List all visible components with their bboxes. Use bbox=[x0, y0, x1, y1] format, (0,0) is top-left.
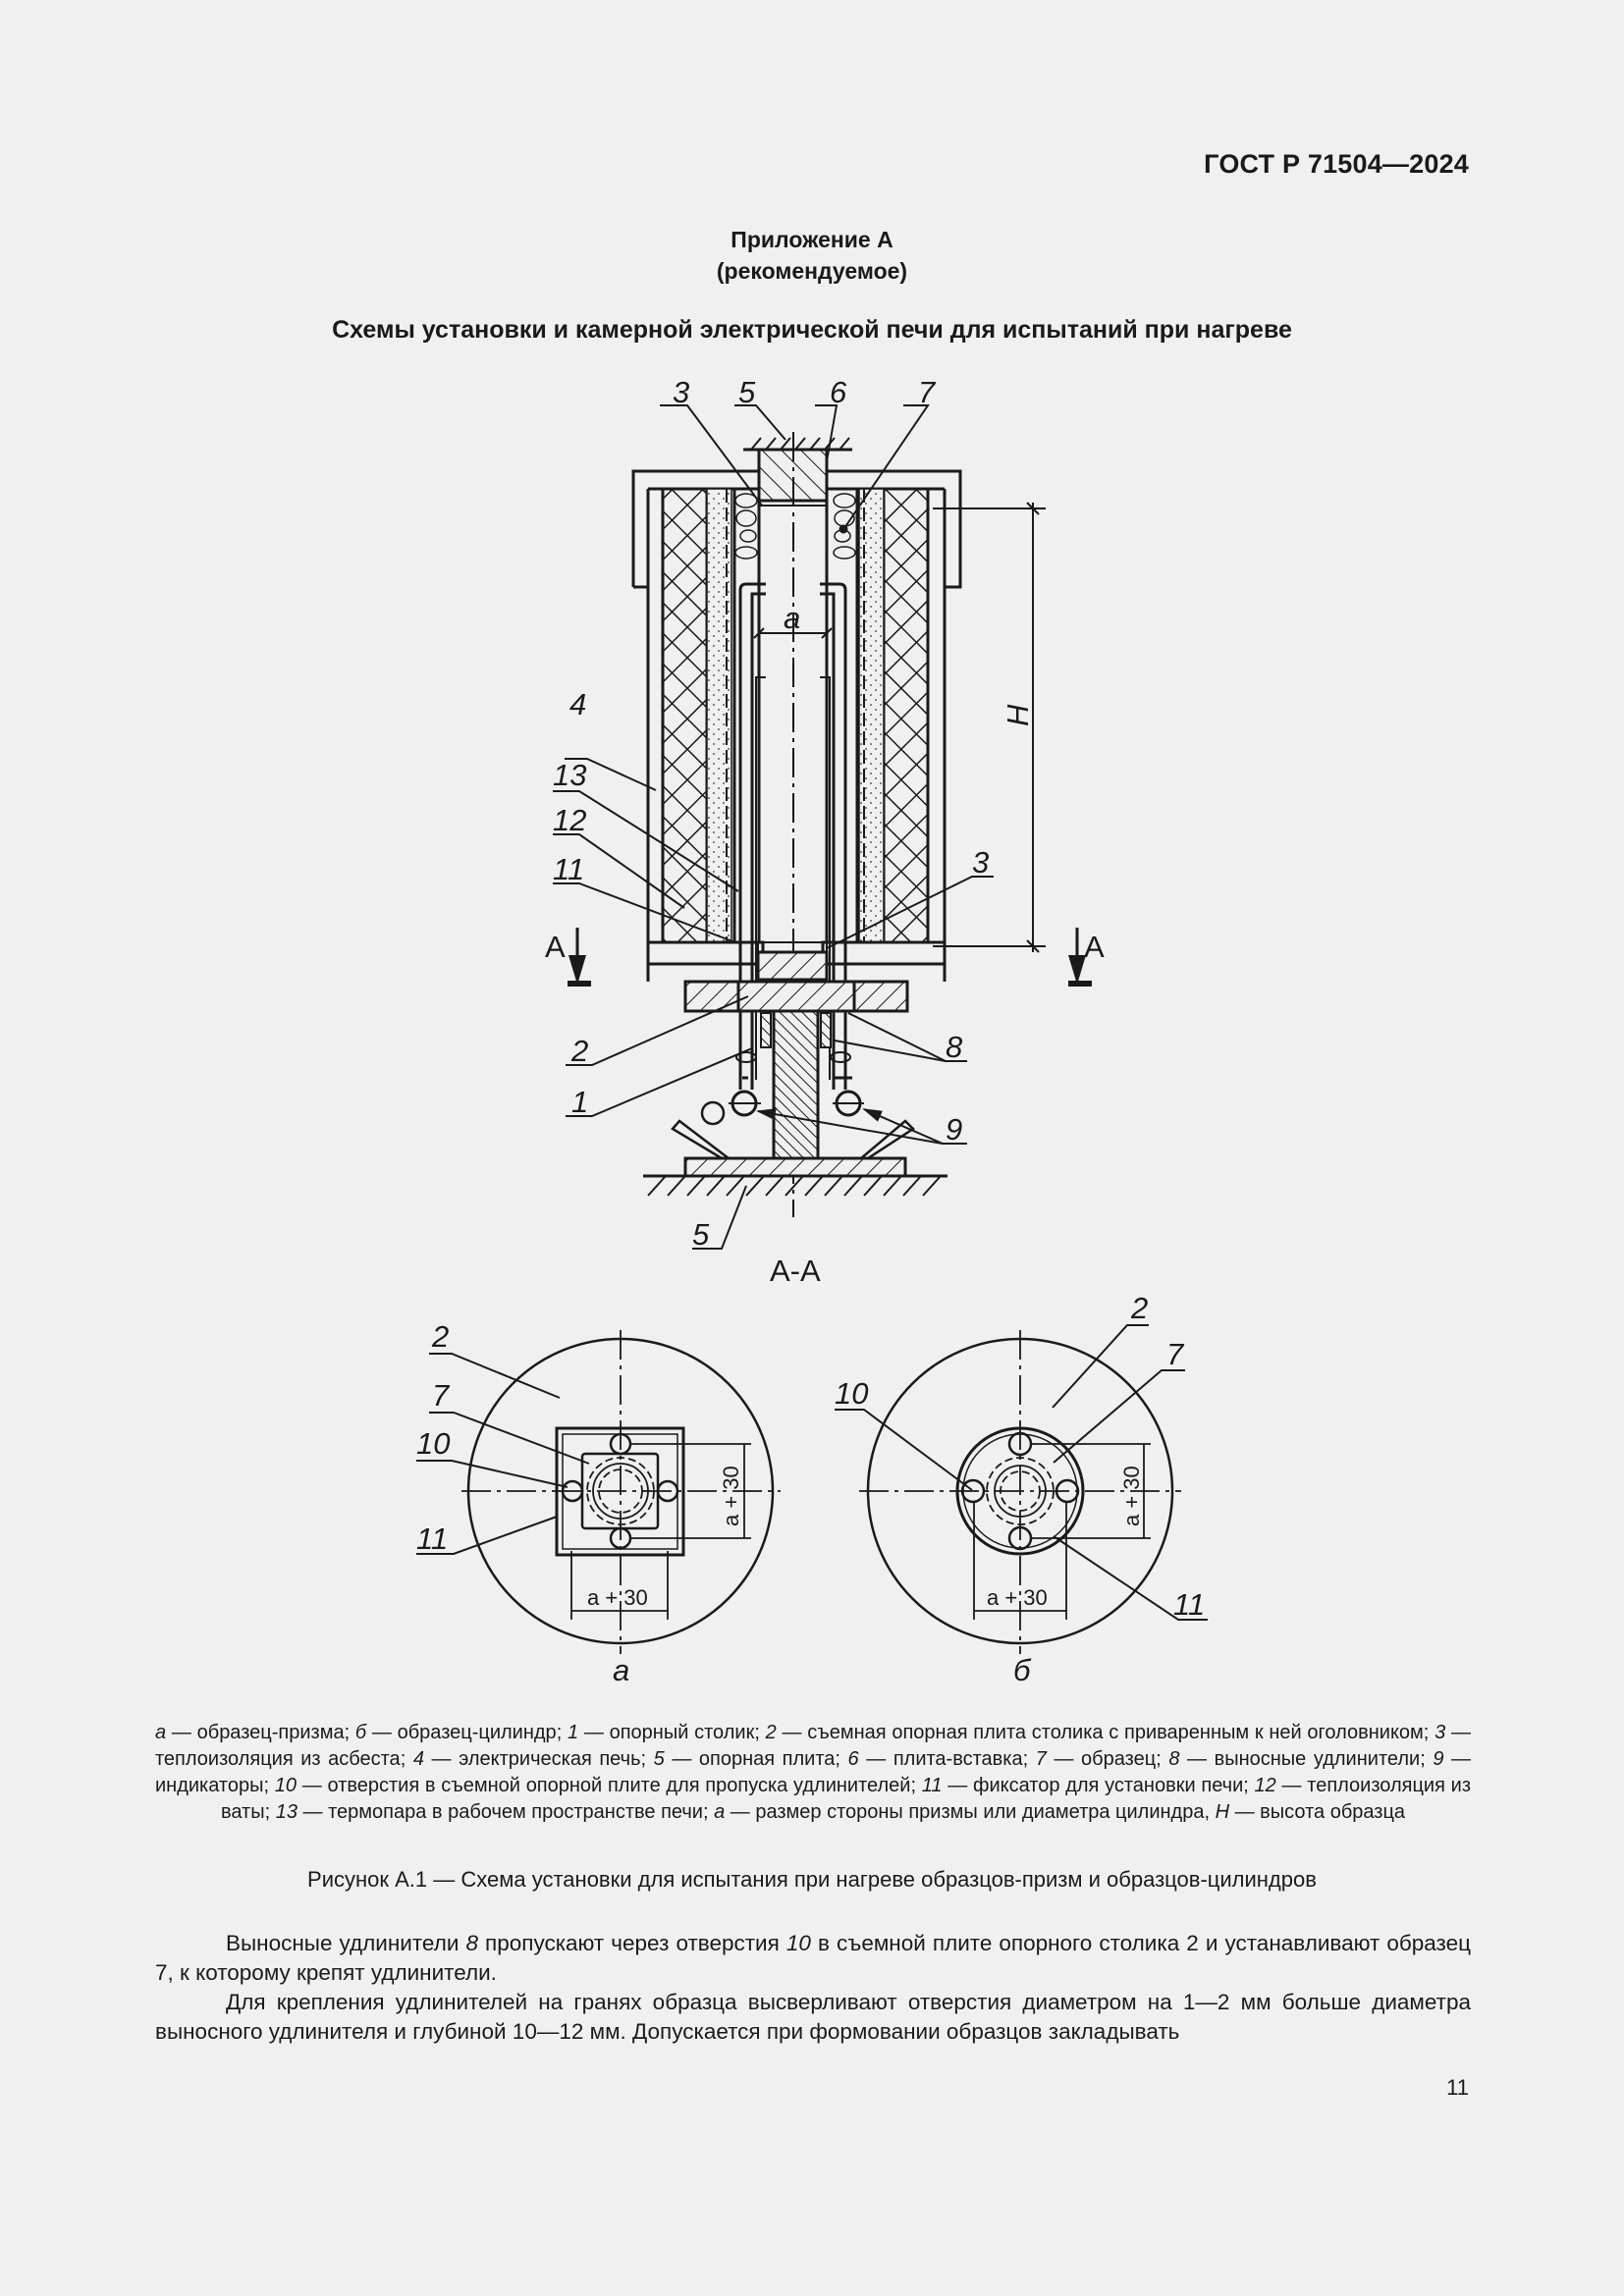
legend-text: опорная плита bbox=[698, 1748, 836, 1770]
dimension-a-label: a bbox=[784, 601, 800, 635]
legend-key: H bbox=[1215, 1801, 1230, 1823]
cylinder-callout-10: 10 bbox=[835, 1376, 868, 1411]
legend-text: размер стороны призмы или диаметра цилин… bbox=[755, 1801, 1205, 1823]
prism-callout-10: 10 bbox=[416, 1426, 450, 1461]
section-aa-title: А-А bbox=[770, 1254, 821, 1288]
legend-key: 4 bbox=[412, 1748, 424, 1770]
legend-text: электрическая печь bbox=[459, 1748, 641, 1770]
legend-key: 9 bbox=[1433, 1748, 1444, 1770]
legend-key: 12 bbox=[1254, 1775, 1276, 1796]
legend-key: 5 bbox=[653, 1748, 665, 1770]
section-title: Схемы установки и камерной электрической… bbox=[332, 316, 1292, 344]
legend-text: фиксатор для установки печи bbox=[973, 1775, 1244, 1796]
main-furnace-view bbox=[553, 404, 1092, 1250]
legend-text: отверстия в съемной опорной плите для пр… bbox=[327, 1775, 911, 1796]
legend-key: 6 bbox=[847, 1748, 859, 1770]
legend-key: 8 bbox=[1168, 1748, 1180, 1770]
legend-key: 7 bbox=[1035, 1748, 1047, 1770]
section-view-prism bbox=[416, 1330, 781, 1654]
page-number: 11 bbox=[1446, 2075, 1469, 2100]
cylinder-callout-7: 7 bbox=[1166, 1337, 1185, 1371]
main-view-labels: 3 5 6 7 4 13 12 11 3 2 1 8 9 5 a H A A А… bbox=[545, 375, 1105, 1288]
legend-key: 1 bbox=[567, 1722, 579, 1743]
callout-8: 8 bbox=[946, 1030, 963, 1064]
legend-key: 11 bbox=[921, 1775, 943, 1796]
text-run: Выносные удлинители bbox=[226, 1931, 466, 1955]
document-code: ГОСТ Р 71504—2024 bbox=[1204, 149, 1469, 179]
callout-9: 9 bbox=[946, 1112, 962, 1147]
legend-key: a bbox=[714, 1801, 726, 1823]
callout-13: 13 bbox=[553, 758, 586, 792]
legend-key: 10 bbox=[274, 1775, 298, 1796]
legend-text: индикаторы bbox=[155, 1775, 264, 1796]
callout-2: 2 bbox=[570, 1034, 588, 1068]
legend-text: теплоизоляция из асбеста bbox=[155, 1748, 401, 1770]
view-a-label: а bbox=[613, 1653, 629, 1687]
prism-dim-vertical: a + 30 bbox=[719, 1466, 743, 1526]
reference-10: 10 bbox=[785, 1931, 811, 1955]
callout-5-bottom: 5 bbox=[692, 1217, 710, 1252]
legend-text: термопара в рабочем пространстве печи bbox=[328, 1801, 703, 1823]
legend-key: 13 bbox=[275, 1801, 298, 1823]
section-marker-left: A bbox=[545, 930, 566, 964]
paragraph-2: Для крепления удлинителей на гранях обра… bbox=[155, 1990, 1471, 2044]
section-marker-right: A bbox=[1084, 930, 1105, 964]
callout-7: 7 bbox=[918, 375, 937, 409]
callout-3-bottom: 3 bbox=[972, 845, 989, 880]
appendix-subtitle: (рекомендуемое) bbox=[716, 258, 908, 284]
legend-text: образец bbox=[1081, 1748, 1157, 1770]
body-text: Выносные удлинители 8 пропускают через о… bbox=[155, 1929, 1471, 2047]
appendix-heading: Приложение А (рекомендуемое) bbox=[0, 224, 1624, 287]
view-b-label: б bbox=[1013, 1653, 1032, 1687]
figure-a1-drawing: 3 5 6 7 4 13 12 11 3 2 1 8 9 5 a H A A А… bbox=[416, 375, 1208, 1687]
legend-text: высота образца bbox=[1260, 1801, 1406, 1823]
cylinder-callout-11: 11 bbox=[1173, 1587, 1205, 1622]
cylinder-dim-horizontal: a + 30 bbox=[987, 1585, 1048, 1610]
callout-12: 12 bbox=[553, 803, 586, 837]
paragraph-1: Выносные удлинители 8 пропускают через о… bbox=[155, 1929, 1471, 1988]
reference-8: 8 bbox=[465, 1931, 478, 1955]
callout-3-top: 3 bbox=[673, 375, 689, 409]
section-view-cylinder-labels: 2 7 10 11 a + 30 a + 30 б bbox=[835, 1291, 1205, 1687]
section-view-prism-labels: 2 7 10 11 a + 30 a + 30 а bbox=[416, 1319, 743, 1687]
legend-text: теплоизоляция из ваты bbox=[220, 1775, 1471, 1823]
legend-text: съемная опорная плита столика с приварен… bbox=[807, 1722, 1424, 1743]
legend-text: плита-вставка bbox=[893, 1748, 1023, 1770]
legend-key: б bbox=[354, 1722, 367, 1743]
figure-caption: Рисунок А.1 — Схема установки для испыта… bbox=[307, 1867, 1317, 1892]
prism-callout-7: 7 bbox=[432, 1378, 451, 1413]
text-run: в съемной плите опорного столика 2 и уст… bbox=[155, 1931, 1471, 1985]
callout-4: 4 bbox=[569, 687, 586, 721]
legend-text: опорный столик bbox=[609, 1722, 755, 1743]
legend-text: образец-цилиндр bbox=[397, 1722, 557, 1743]
callout-11: 11 bbox=[553, 852, 584, 886]
legend-key: 3 bbox=[1435, 1722, 1446, 1743]
callout-6: 6 bbox=[830, 375, 847, 409]
cylinder-callout-2: 2 bbox=[1130, 1291, 1148, 1325]
prism-dim-horizontal: a + 30 bbox=[587, 1585, 648, 1610]
cylinder-dim-vertical: a + 30 bbox=[1119, 1466, 1144, 1526]
legend-key: 2 bbox=[765, 1722, 777, 1743]
callout-5-top: 5 bbox=[738, 375, 756, 409]
dimension-h-label: H bbox=[1001, 704, 1035, 726]
legend-text: выносные удлинители bbox=[1214, 1748, 1421, 1770]
callout-1: 1 bbox=[571, 1085, 588, 1119]
prism-callout-2: 2 bbox=[431, 1319, 449, 1354]
section-view-cylinder bbox=[835, 1324, 1208, 1654]
legend-key: а bbox=[155, 1722, 167, 1743]
legend-text: образец-призма bbox=[196, 1722, 345, 1743]
prism-callout-11: 11 bbox=[416, 1522, 448, 1556]
appendix-title: Приложение А bbox=[731, 227, 893, 252]
text-run: пропускают через отверстия bbox=[477, 1931, 786, 1955]
figure-legend: а — образец-призма; б — образец-цилиндр;… bbox=[155, 1722, 1472, 1823]
